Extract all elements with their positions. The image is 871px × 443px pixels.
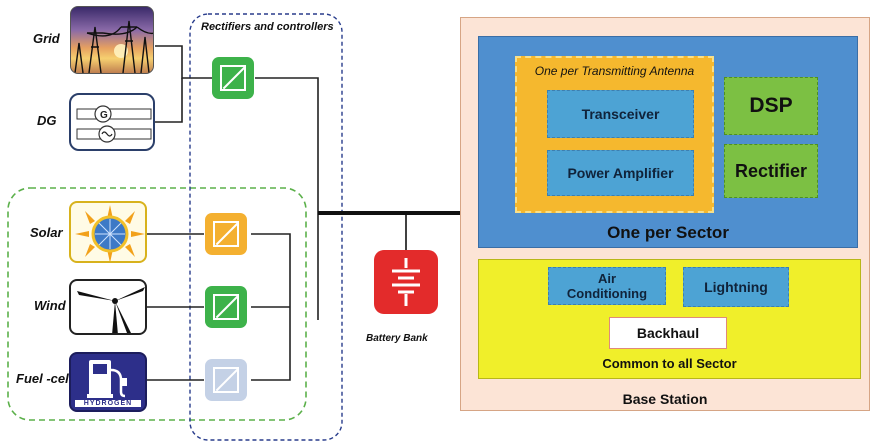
battery-bank-label: Battery Bank	[366, 333, 428, 344]
rectifier-block: Rectifier	[724, 144, 818, 198]
base-station-title: Base Station	[622, 391, 708, 407]
fuel-cell-icon: HYDROGEN	[69, 352, 147, 412]
fuel-cell-controller-icon	[205, 359, 247, 401]
grid-rectifier-icon	[212, 57, 254, 99]
transceiver-block: Transceiver	[547, 90, 694, 138]
svg-text:G: G	[100, 110, 108, 121]
grid-label: Grid	[33, 31, 60, 46]
backhaul-block: Backhaul	[609, 317, 727, 349]
rectifiers-label: Rectifiers and controllers	[201, 21, 334, 33]
air-conditioning-block: Air Conditioning	[548, 267, 666, 305]
generator-icon: G	[69, 93, 155, 151]
solar-controller-icon	[205, 213, 247, 255]
dsp-block: DSP	[724, 77, 818, 135]
common-title: Common to all Sector	[602, 356, 737, 371]
battery-bank-icon	[374, 250, 438, 314]
solar-icon	[69, 201, 147, 263]
wind-turbine-icon	[69, 279, 147, 335]
sector-title: One per Sector	[607, 223, 729, 242]
air-conditioning-line2: Conditioning	[566, 286, 648, 301]
lightning-block: Lightning	[683, 267, 789, 307]
wind-controller-icon	[205, 286, 247, 328]
wind-label: Wind	[34, 298, 66, 313]
solar-label: Solar	[30, 225, 63, 240]
hydrogen-text: HYDROGEN	[75, 400, 141, 407]
fuel-cell-label: Fuel -cell	[16, 371, 73, 386]
grid-icon	[70, 6, 154, 74]
power-amplifier-block: Power Amplifier	[547, 150, 694, 196]
air-conditioning-line1: Air	[597, 271, 617, 286]
dg-label: DG	[37, 113, 57, 128]
antenna-title: One per Transmitting Antenna	[534, 64, 695, 78]
